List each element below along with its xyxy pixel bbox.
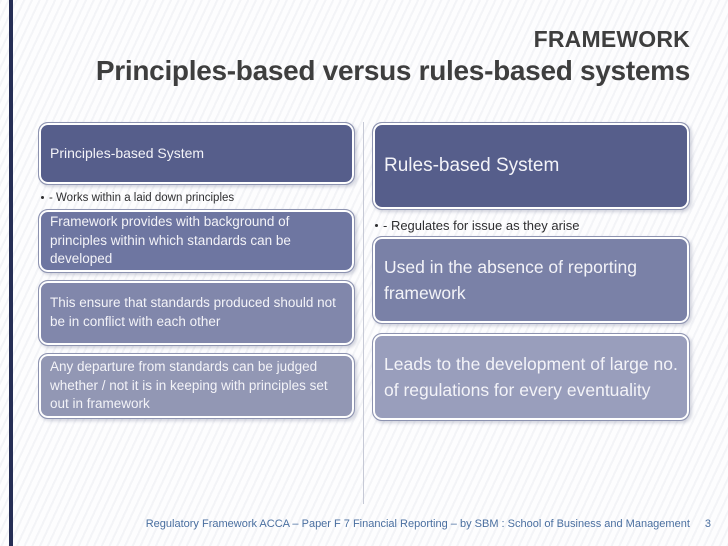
- rules-bullet-text: - Regulates for issue as they arise: [383, 217, 580, 233]
- principles-header-box: Principles-based System: [38, 122, 355, 185]
- rules-header-label: Rules-based System: [384, 154, 560, 176]
- principles-box-departure: Any departure from standards can be judg…: [38, 353, 355, 419]
- principles-box-framework: Framework provides with background of pr…: [38, 209, 355, 273]
- column-divider: [363, 122, 364, 504]
- left-accent-bar: [9, 0, 13, 546]
- rules-box-absence-text: Used in the absence of reporting framewo…: [384, 256, 637, 303]
- footer-text: Regulatory Framework ACCA – Paper F 7 Fi…: [145, 518, 690, 530]
- title-block: FRAMEWORK Principles-based versus rules-…: [20, 26, 690, 87]
- principles-bullet-row: - Works within a laid down principles: [38, 190, 355, 205]
- slide-subtitle: Principles-based versus rules-based syst…: [95, 55, 690, 87]
- principles-box-conflict: This ensure that standards produced shou…: [38, 280, 355, 346]
- principles-header-label: Principles-based System: [50, 144, 205, 161]
- page-number: 3: [704, 518, 711, 530]
- rules-column: Rules-based System - Regulates for issue…: [372, 122, 690, 421]
- slide-title: FRAMEWORK: [533, 26, 690, 52]
- principles-box-framework-text: Framework provides with background of pr…: [50, 213, 291, 267]
- rules-box-absence: Used in the absence of reporting framewo…: [372, 236, 690, 324]
- rules-bullet-row: - Regulates for issue as they arise: [372, 217, 690, 233]
- bullet-dot-icon: [375, 223, 378, 227]
- principles-column: Principles-based System - Works within a…: [38, 122, 355, 419]
- footer: Regulatory Framework ACCA – Paper F 7 Fi…: [0, 518, 728, 530]
- rules-box-regulations-text: Leads to the development of large no. of…: [384, 353, 678, 400]
- principles-box-departure-text: Any departure from standards can be judg…: [50, 358, 328, 412]
- principles-box-conflict-text: This ensure that standards produced shou…: [50, 295, 336, 329]
- bullet-dot-icon: [41, 196, 44, 199]
- rules-box-regulations: Leads to the development of large no. of…: [372, 333, 690, 421]
- principles-bullet-text: - Works within a laid down principles: [49, 191, 235, 204]
- rules-header-box: Rules-based System: [372, 122, 690, 210]
